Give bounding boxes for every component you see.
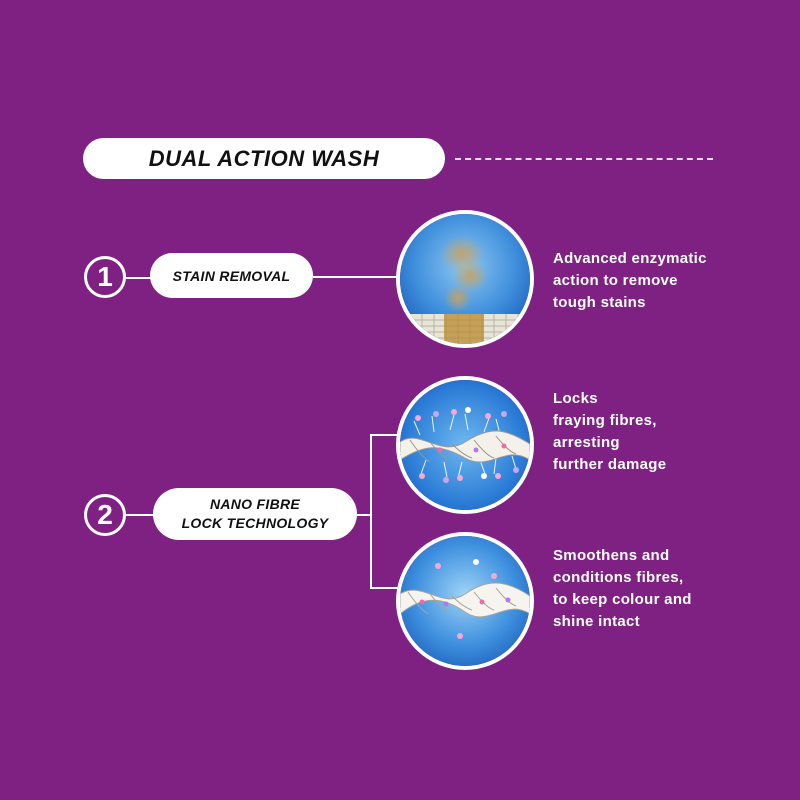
frayed-fibre-icon (400, 380, 530, 510)
connector-line (357, 514, 371, 516)
stain-removal-description: Advanced enzymatic action to remove toug… (553, 250, 707, 311)
connector-line (126, 277, 152, 279)
page-title: DUAL ACTION WASH (83, 138, 445, 179)
step-2-number: 2 (84, 494, 126, 536)
connector-line (370, 587, 398, 589)
step-2-label-line2: LOCK TECHNOLOGY (181, 515, 329, 531)
frayed-fibre-illustration (396, 376, 534, 514)
connector-line (370, 434, 398, 436)
step-2-label: NANO FIBRE LOCK TECHNOLOGY (153, 488, 357, 540)
step-1-label: STAIN REMOVAL (150, 253, 313, 298)
smooth-fibre-icon (400, 536, 530, 666)
connector-line (126, 514, 154, 516)
stain-lifting-icon (400, 214, 530, 344)
smooth-fibre-description: Smoothens and conditions fibres, to keep… (553, 547, 692, 630)
step-1-number: 1 (84, 256, 126, 298)
frayed-fibre-description: Locks fraying fibres, arresting further … (553, 390, 667, 473)
step-2-label-line1: NANO FIBRE (209, 496, 301, 512)
smooth-fibre-illustration (396, 532, 534, 670)
dashed-divider (455, 158, 713, 160)
stain-removal-illustration (396, 210, 534, 348)
bracket-line (370, 434, 372, 588)
connector-line (313, 276, 398, 278)
